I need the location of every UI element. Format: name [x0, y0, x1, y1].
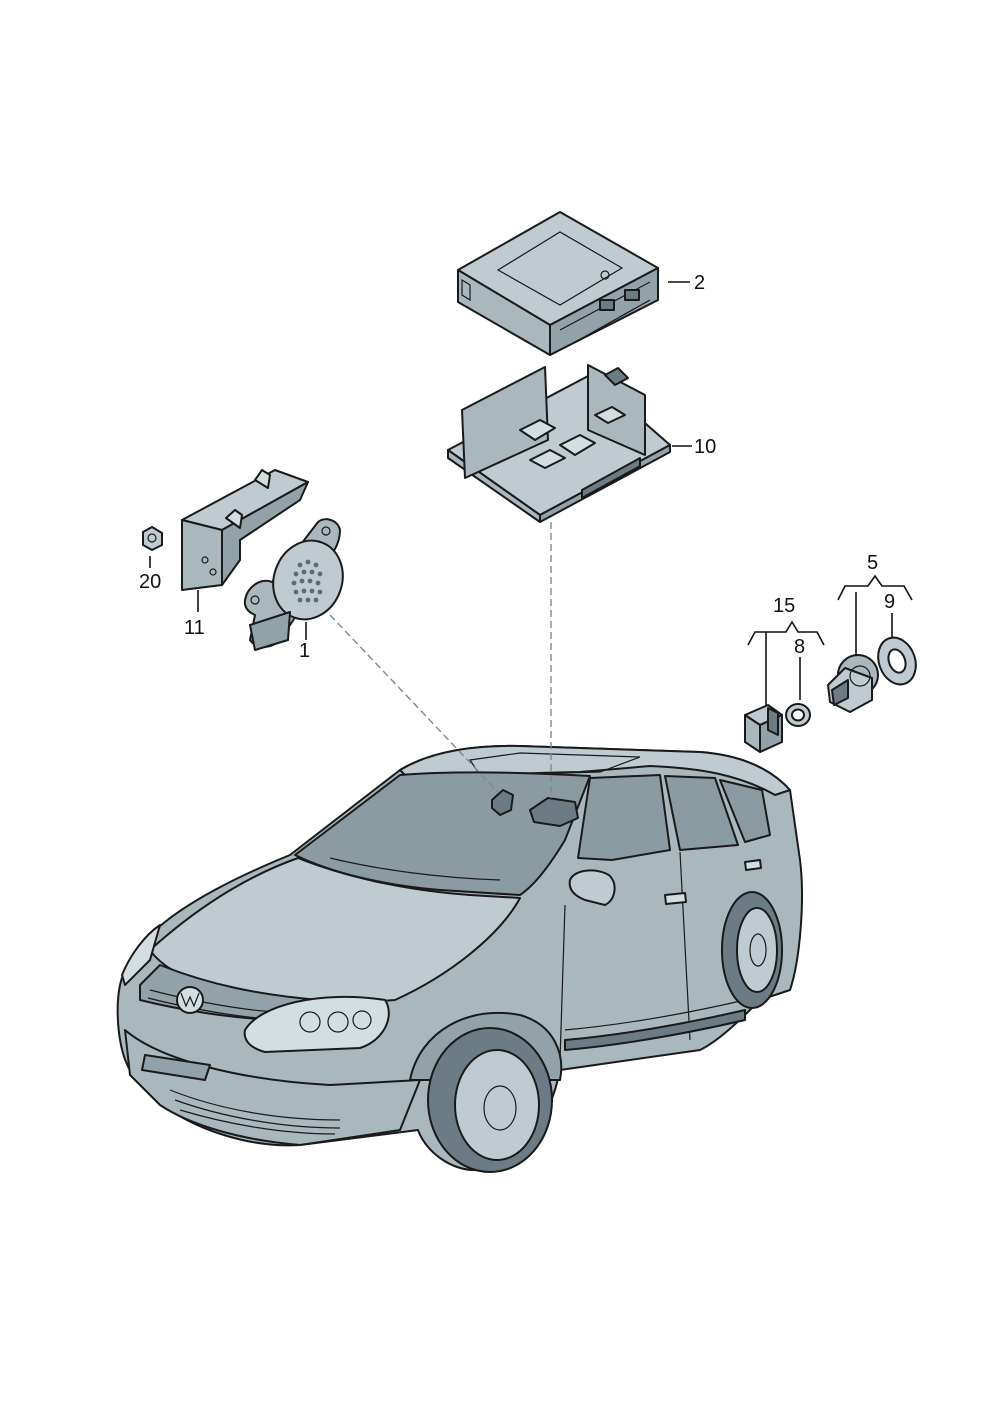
callout-1: 1 [299, 640, 310, 662]
callout-15: 15 [773, 595, 795, 617]
part-8-ring [785, 703, 811, 727]
part-15-sensor [744, 704, 783, 753]
part-2-control-unit [457, 211, 659, 356]
callout-10: 10 [694, 436, 716, 458]
bracket-5 [837, 574, 913, 601]
callout-5: 5 [867, 552, 878, 574]
part-20-nut [142, 526, 163, 551]
part-1-buzzer [243, 518, 344, 651]
callout-11: 11 [184, 617, 205, 639]
control-unit-location-marker [529, 797, 579, 827]
part-11-bracket [181, 469, 309, 591]
dashed-link-buzzer [329, 614, 499, 793]
part-9-washer [877, 636, 917, 686]
callout-20: 20 [139, 571, 161, 593]
car-illustration [116, 744, 803, 1173]
bracket-15 [747, 620, 825, 646]
buzzer-location-marker [491, 789, 514, 816]
callout-8: 8 [794, 636, 805, 658]
callout-9: 9 [884, 591, 895, 613]
callout-2: 2 [694, 272, 705, 294]
part-5-holder [827, 654, 879, 713]
part-10-bracket [447, 364, 671, 523]
vw-logo-icon [176, 986, 204, 1014]
